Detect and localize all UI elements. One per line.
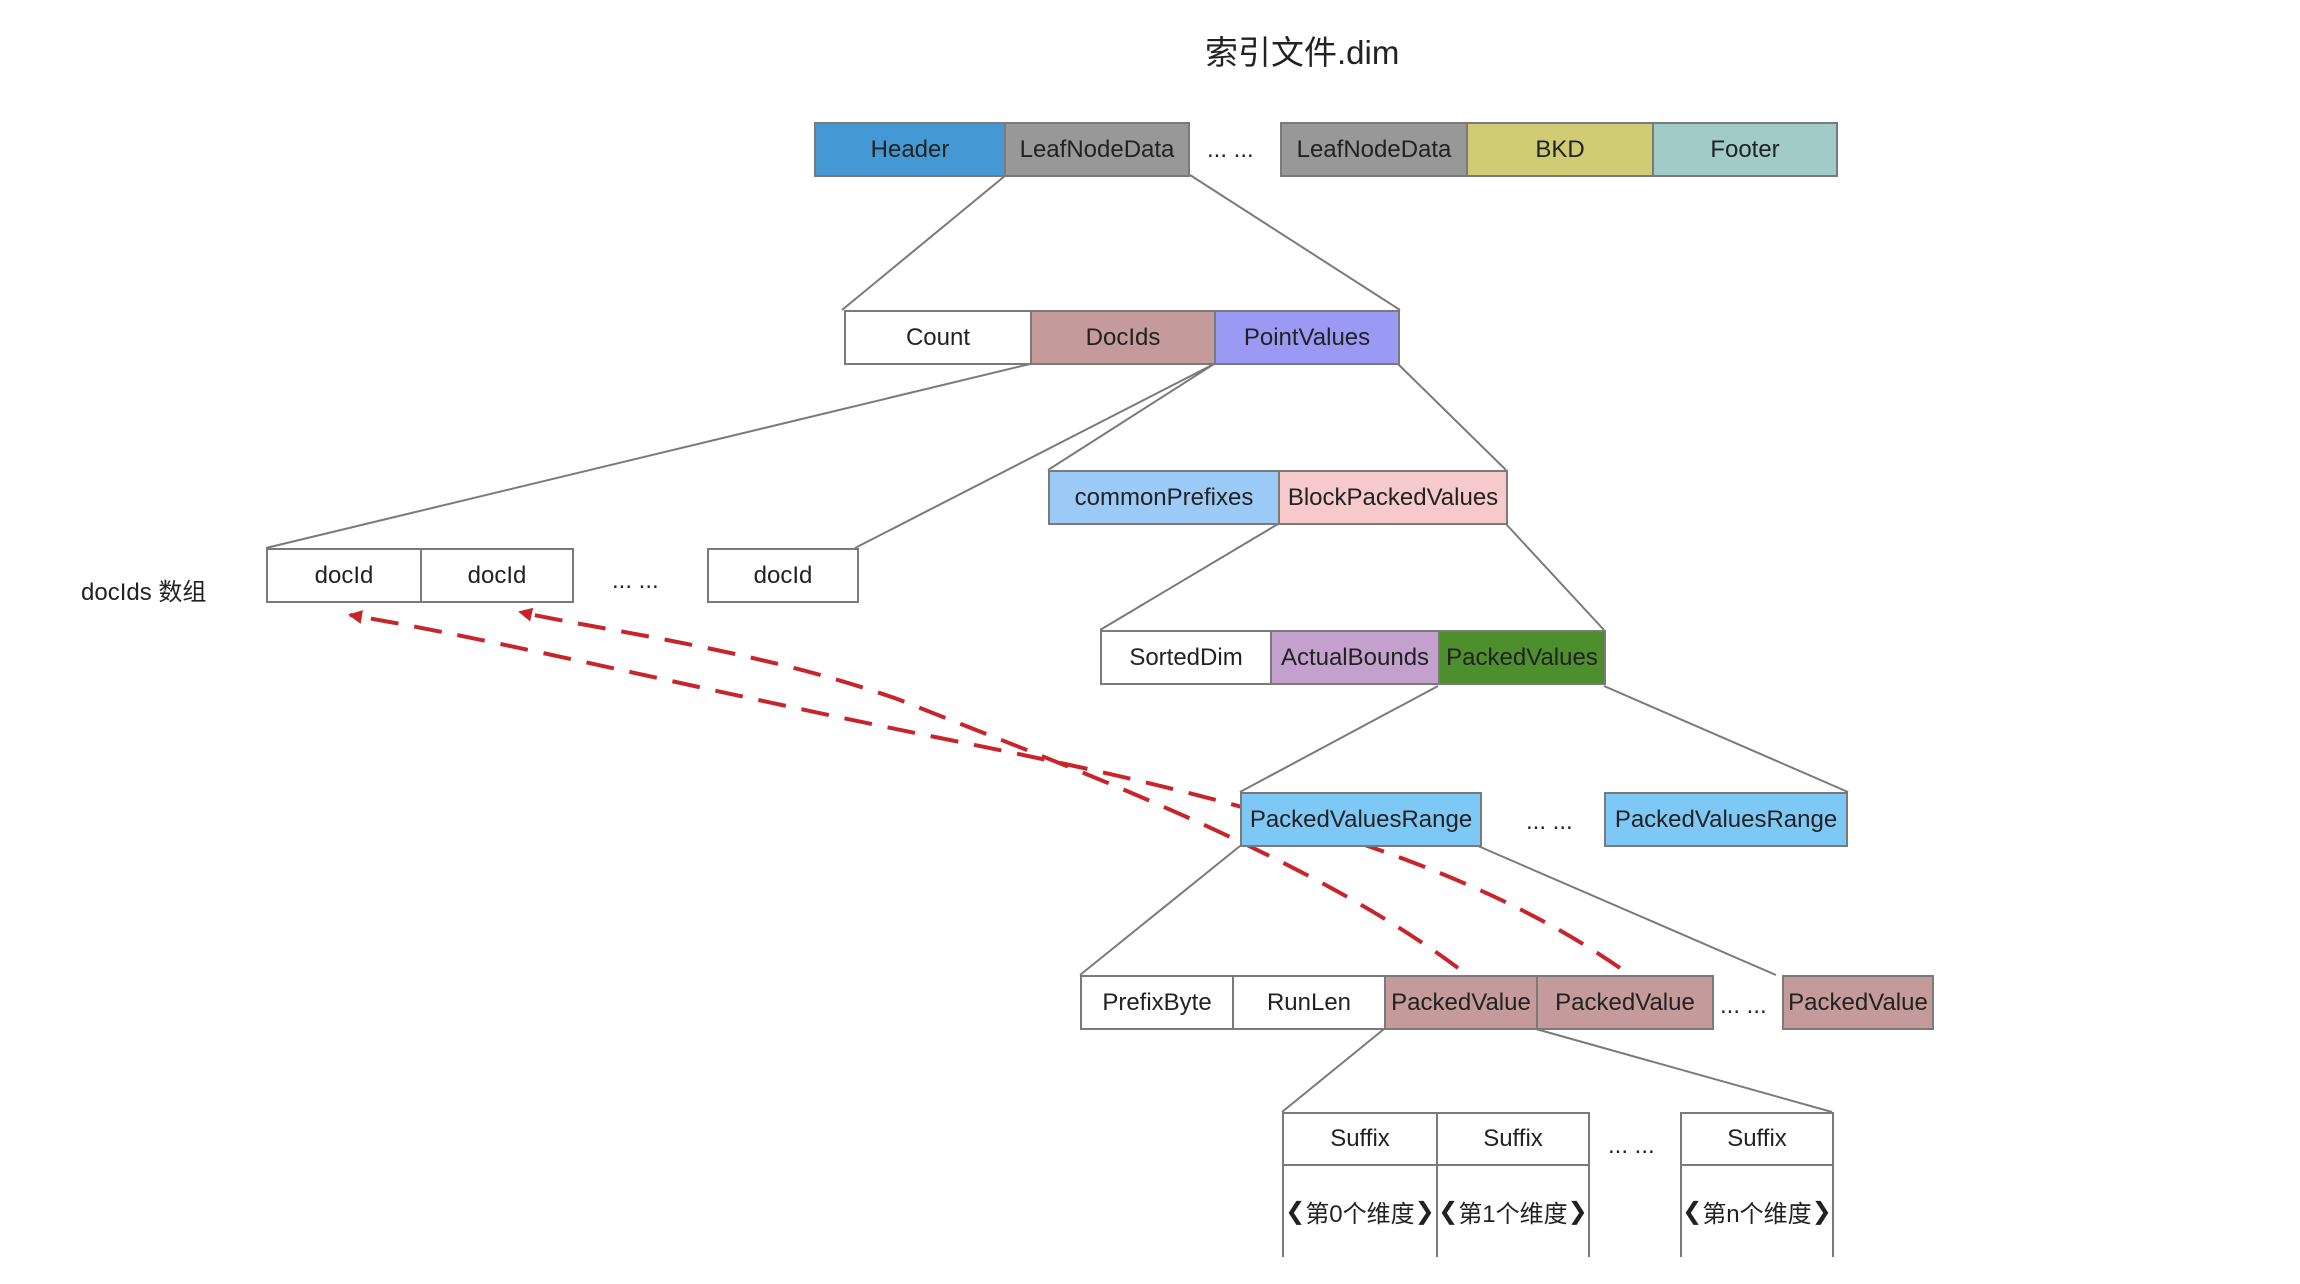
packed-values-range-block: PackedValuesRange <box>1240 792 1482 847</box>
connector-line <box>265 363 1031 549</box>
page-title: 索引文件.dim <box>1205 34 1400 71</box>
doc-id-cell: docId <box>707 548 859 603</box>
connector-line <box>1535 1028 1833 1113</box>
connector-line <box>1189 174 1401 311</box>
suffix-label: Suffix <box>1438 1114 1588 1167</box>
bkd-block: BKD <box>1466 122 1654 177</box>
count-block: Count <box>844 310 1032 365</box>
connector-line <box>1099 523 1279 631</box>
common-prefixes-block: commonPrefixes <box>1048 470 1280 525</box>
doc-id-cell: docId <box>420 548 574 603</box>
arrow-left-icon: ❮ <box>1682 1198 1703 1226</box>
sorted-dim-block: SortedDim <box>1100 630 1272 685</box>
arrow-left-icon: ❮ <box>1438 1198 1459 1226</box>
connector-line <box>1505 523 1605 631</box>
connector-line <box>854 363 1215 549</box>
leaf-node-data-block: LeafNodeData <box>1004 122 1190 177</box>
packed-value-block: PackedValue <box>1384 975 1538 1030</box>
connector-line <box>1239 685 1439 793</box>
doc-id-cell: docId <box>266 548 422 603</box>
doc-ids-block: DocIds <box>1030 310 1216 365</box>
arrow-left-icon: ❮ <box>1285 1198 1306 1226</box>
run-len-block: RunLen <box>1232 975 1386 1030</box>
value-row-ellipsis: ... ... <box>1720 992 1767 1019</box>
suffix-label: Suffix <box>1682 1114 1832 1167</box>
arrow-right-icon: ❯ <box>1567 1198 1588 1226</box>
connector-line <box>1047 363 1215 471</box>
connector-line <box>841 174 1007 311</box>
file-row-ellipsis: ... ... <box>1207 136 1254 163</box>
range-row-ellipsis: ... ... <box>1526 808 1573 835</box>
footer-block: Footer <box>1652 122 1838 177</box>
connector-line <box>1603 685 1849 793</box>
suffix-dim0-block: Suffix ❮ 第0个维度 ❯ <box>1282 1112 1438 1257</box>
block-packed-values-block: BlockPackedValues <box>1278 470 1508 525</box>
prefix-byte-block: PrefixByte <box>1080 975 1234 1030</box>
suffix-dim1-block: Suffix ❮ 第1个维度 ❯ <box>1436 1112 1590 1257</box>
actual-bounds-block: ActualBounds <box>1270 630 1440 685</box>
dimension-span: ❮ 第1个维度 ❯ <box>1438 1166 1588 1257</box>
suffix-row-ellipsis: ... ... <box>1608 1132 1655 1159</box>
connector-line <box>1477 845 1777 976</box>
connector-line <box>1397 363 1507 471</box>
header-block: Header <box>814 122 1006 177</box>
doc-ids-ellipsis: ... ... <box>612 567 659 594</box>
dimension-span: ❮ 第n个维度 ❯ <box>1682 1166 1832 1257</box>
packed-values-range-block-2: PackedValuesRange <box>1604 792 1848 847</box>
docid-reference-arrow-1 <box>518 607 1460 970</box>
arrow-right-icon: ❯ <box>1414 1198 1435 1226</box>
point-values-block: PointValues <box>1214 310 1400 365</box>
doc-ids-array-label: docIds 数组 <box>81 579 207 606</box>
connector-line <box>1079 845 1241 976</box>
connector-line <box>1281 1028 1385 1113</box>
packed-value-block-2: PackedValue <box>1536 975 1714 1030</box>
packed-values-block: PackedValues <box>1438 630 1606 685</box>
docid-reference-arrow-2 <box>348 610 1622 970</box>
leaf-node-data-block-2: LeafNodeData <box>1280 122 1468 177</box>
packed-value-block-3: PackedValue <box>1782 975 1934 1030</box>
dimension-label: 第1个维度 <box>1458 1201 1568 1229</box>
suffix-label: Suffix <box>1284 1114 1436 1167</box>
suffix-dimn-block: Suffix ❮ 第n个维度 ❯ <box>1680 1112 1834 1257</box>
dimension-label: 第n个维度 <box>1702 1201 1812 1229</box>
dimension-span: ❮ 第0个维度 ❯ <box>1284 1166 1436 1257</box>
dimension-label: 第0个维度 <box>1305 1201 1415 1229</box>
arrow-right-icon: ❯ <box>1811 1198 1832 1226</box>
